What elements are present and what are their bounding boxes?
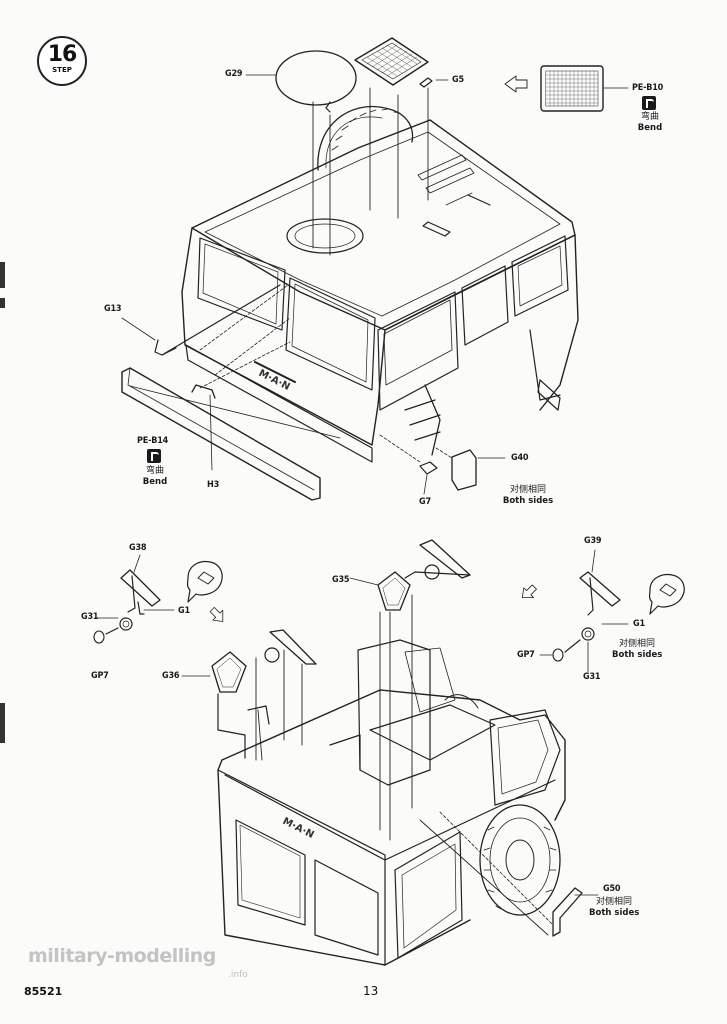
part-label-h3: H3 bbox=[207, 480, 220, 490]
bend-en: Bend bbox=[142, 477, 168, 487]
both-sides-en: Both sides bbox=[612, 650, 663, 660]
part-label-pe-b10: PE-B10 bbox=[632, 83, 664, 93]
both-sides-note-top: 对侧相同 Both sides bbox=[498, 485, 558, 507]
part-label-gp7-right: GP7 bbox=[517, 650, 535, 660]
kit-code: 85521 bbox=[24, 985, 63, 998]
cab-top-assembly: M·A·N bbox=[121, 37, 604, 501]
part-label-g13: G13 bbox=[104, 304, 122, 314]
step-number: 16 bbox=[47, 42, 78, 67]
bend-icon bbox=[147, 449, 161, 463]
both-sides-cn: 对侧相同 bbox=[595, 897, 632, 907]
step-word: STEP bbox=[52, 66, 72, 74]
both-sides-en: Both sides bbox=[589, 908, 640, 918]
part-label-g31-right: G31 bbox=[583, 672, 601, 682]
part-label-g31-left: G31 bbox=[81, 612, 99, 622]
both-sides-cn: 对侧相同 bbox=[509, 485, 546, 495]
part-label-g36: G36 bbox=[162, 671, 180, 681]
part-label-g1-right: G1 bbox=[633, 619, 645, 629]
part-label-g38: G38 bbox=[129, 543, 147, 553]
part-label-gp7-left: GP7 bbox=[91, 671, 109, 681]
part-label-g50: G50 bbox=[603, 884, 621, 894]
svg-text:M·A·N: M·A·N bbox=[281, 816, 316, 841]
part-label-g29: G29 bbox=[225, 69, 243, 79]
part-label-g35: G35 bbox=[332, 575, 350, 585]
bend-icon bbox=[642, 96, 656, 110]
both-sides-note-right: 对侧相同 Both sides bbox=[612, 639, 662, 661]
both-sides-note-g50: 对侧相同 Both sides bbox=[589, 897, 639, 919]
bend-note-pe-b14: 弯曲 Bend bbox=[138, 466, 172, 488]
step-badge: 16 STEP bbox=[37, 36, 87, 86]
binder-mark bbox=[0, 262, 5, 288]
part-label-g1-left: G1 bbox=[178, 606, 190, 616]
page-number: 13 bbox=[363, 984, 379, 998]
leader-lines bbox=[121, 74, 629, 896]
part-label-pe-b14: PE-B14 bbox=[137, 436, 169, 446]
part-label-g7: G7 bbox=[419, 497, 431, 507]
part-label-g5: G5 bbox=[452, 75, 464, 85]
part-label-g39: G39 bbox=[584, 536, 602, 546]
both-sides-cn: 对侧相同 bbox=[618, 639, 655, 649]
watermark-sub: .info bbox=[228, 970, 248, 980]
binder-mark bbox=[0, 703, 5, 743]
both-sides-en: Both sides bbox=[502, 496, 554, 506]
bend-en: Bend bbox=[637, 123, 663, 133]
bend-cn: 弯曲 bbox=[145, 466, 164, 476]
part-label-g40: G40 bbox=[511, 453, 529, 463]
binder-mark bbox=[0, 298, 5, 308]
bend-cn: 弯曲 bbox=[640, 112, 659, 122]
bend-note-pe-b10: 弯曲 Bend bbox=[634, 112, 666, 134]
watermark: military-modelling bbox=[28, 945, 216, 967]
